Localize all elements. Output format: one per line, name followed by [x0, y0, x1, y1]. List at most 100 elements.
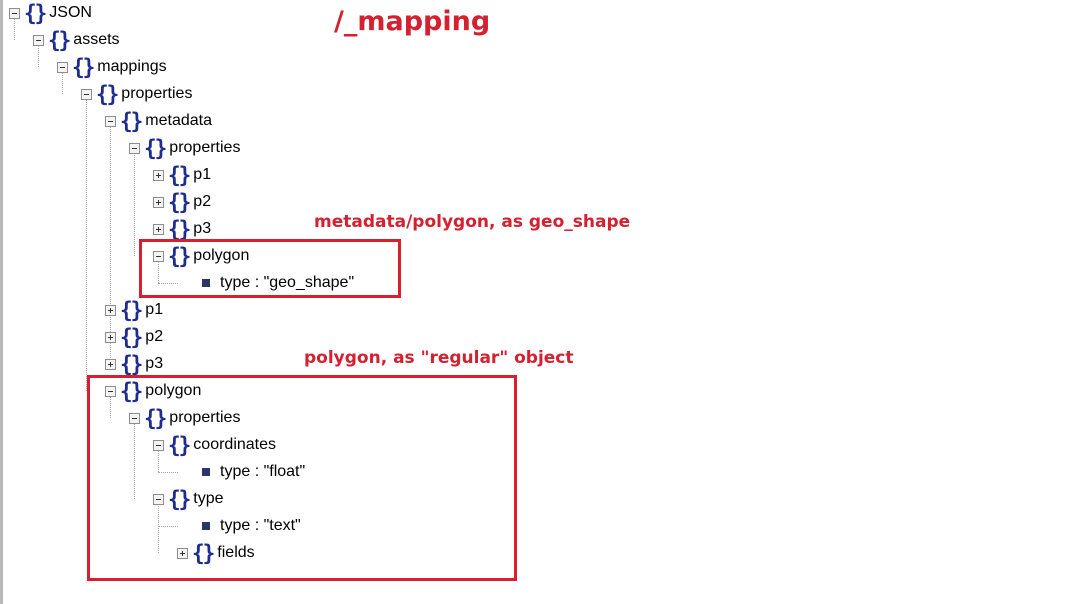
node-label: properties	[169, 139, 241, 156]
tree-node-metadata-p1[interactable]: {} p1	[153, 164, 211, 186]
node-label: mappings	[97, 58, 167, 75]
brace-icon: {}	[48, 27, 71, 53]
node-label: polygon	[145, 382, 202, 399]
tree-guide	[158, 450, 159, 472]
brace-icon: {}	[168, 162, 191, 188]
tree-guide	[134, 423, 135, 499]
brace-icon: {}	[24, 0, 47, 26]
tree-node-metadata[interactable]: {} metadata	[105, 110, 212, 132]
minus-box-icon[interactable]	[57, 61, 68, 73]
brace-icon: {}	[168, 189, 191, 215]
tree-node-metadata-polygon[interactable]: {} polygon	[153, 245, 249, 267]
square-bullet-icon	[202, 279, 210, 287]
tree-guide	[158, 472, 178, 473]
tree-guide	[158, 504, 159, 553]
tree-guide	[110, 126, 111, 364]
tree-node-metadata-p2[interactable]: {} p2	[153, 191, 211, 213]
plus-box-icon[interactable]	[177, 547, 188, 559]
plus-box-icon[interactable]	[105, 358, 116, 370]
left-border	[0, 0, 3, 604]
node-label: p3	[193, 220, 212, 237]
node-label: metadata	[145, 112, 213, 129]
highlight-box-polygon	[87, 375, 517, 581]
tree-guide	[158, 260, 159, 283]
annotation-regular-polygon: polygon, as "regular" object	[304, 348, 574, 368]
tree-leaf-geo-shape-type[interactable]: type : "geo_shape"	[202, 272, 354, 294]
tree-node-properties[interactable]: {} properties	[81, 83, 192, 105]
brace-icon: {}	[144, 405, 167, 431]
plus-box-icon[interactable]	[153, 223, 164, 235]
tree-guide	[158, 526, 178, 527]
tree-node-p1[interactable]: {} p1	[105, 299, 163, 321]
brace-icon: {}	[120, 108, 143, 134]
brace-icon: {}	[192, 540, 215, 566]
minus-box-icon[interactable]	[153, 439, 164, 451]
node-label: p2	[145, 328, 164, 345]
node-label: assets	[73, 31, 120, 48]
minus-box-icon[interactable]	[33, 34, 44, 46]
brace-icon: {}	[96, 81, 119, 107]
node-label: fields	[217, 544, 255, 561]
plus-box-icon[interactable]	[105, 304, 116, 316]
minus-box-icon[interactable]	[9, 7, 20, 19]
page-title: /_mapping	[334, 6, 491, 37]
tree-node-p2[interactable]: {} p2	[105, 326, 163, 348]
minus-box-icon[interactable]	[105, 385, 116, 397]
node-label: p1	[145, 301, 164, 318]
tree-node-metadata-p3[interactable]: {} p3	[153, 218, 211, 240]
tree-guide	[134, 153, 135, 256]
tree-guide	[14, 18, 15, 40]
leaf-label: type : "geo_shape"	[220, 274, 355, 291]
tree-guide	[110, 396, 111, 418]
tree-node-polygon-properties[interactable]: {} properties	[129, 407, 240, 429]
brace-icon: {}	[168, 243, 191, 269]
tree-node-coordinates[interactable]: {} coordinates	[153, 434, 276, 456]
node-label: JSON	[49, 4, 92, 21]
tree-guide	[86, 99, 87, 391]
brace-icon: {}	[168, 432, 191, 458]
brace-icon: {}	[168, 216, 191, 242]
brace-icon: {}	[120, 324, 143, 350]
brace-icon: {}	[120, 378, 143, 404]
plus-box-icon[interactable]	[153, 196, 164, 208]
minus-box-icon[interactable]	[129, 142, 140, 154]
tree-leaf-coordinates-type[interactable]: type : "float"	[202, 461, 305, 483]
node-label: p2	[193, 193, 212, 210]
brace-icon: {}	[168, 486, 191, 512]
square-bullet-icon	[202, 468, 210, 476]
tree-leaf-type-type[interactable]: type : "text"	[202, 515, 301, 537]
square-bullet-icon	[202, 522, 210, 530]
brace-icon: {}	[120, 297, 143, 323]
tree-node-p3[interactable]: {} p3	[105, 353, 163, 375]
minus-box-icon[interactable]	[153, 250, 164, 262]
brace-icon: {}	[144, 135, 167, 161]
tree-guide	[158, 283, 178, 284]
node-label: properties	[121, 85, 193, 102]
tree-guide	[62, 72, 63, 94]
tree-node-mappings[interactable]: {} mappings	[57, 56, 167, 78]
node-label: p1	[193, 166, 212, 183]
highlight-box-metadata-polygon	[139, 239, 401, 298]
node-label: p3	[145, 355, 164, 372]
plus-box-icon[interactable]	[153, 169, 164, 181]
node-label: type	[193, 490, 224, 507]
leaf-label: type : "text"	[220, 517, 301, 534]
tree-node-type[interactable]: {} type	[153, 488, 224, 510]
tree-node-json[interactable]: {} JSON	[9, 2, 92, 24]
node-label: polygon	[193, 247, 250, 264]
minus-box-icon[interactable]	[129, 412, 140, 424]
brace-icon: {}	[72, 54, 95, 80]
tree-node-assets[interactable]: {} assets	[33, 29, 120, 51]
tree-node-polygon[interactable]: {} polygon	[105, 380, 201, 402]
tree-guide	[38, 45, 39, 67]
minus-box-icon[interactable]	[153, 493, 164, 505]
tree-node-metadata-properties[interactable]: {} properties	[129, 137, 240, 159]
minus-box-icon[interactable]	[81, 88, 92, 100]
plus-box-icon[interactable]	[105, 331, 116, 343]
tree-node-fields[interactable]: {} fields	[177, 542, 255, 564]
node-label: coordinates	[193, 436, 277, 453]
brace-icon: {}	[120, 351, 143, 377]
leaf-label: type : "float"	[220, 463, 306, 480]
minus-box-icon[interactable]	[105, 115, 116, 127]
node-label: properties	[169, 409, 241, 426]
